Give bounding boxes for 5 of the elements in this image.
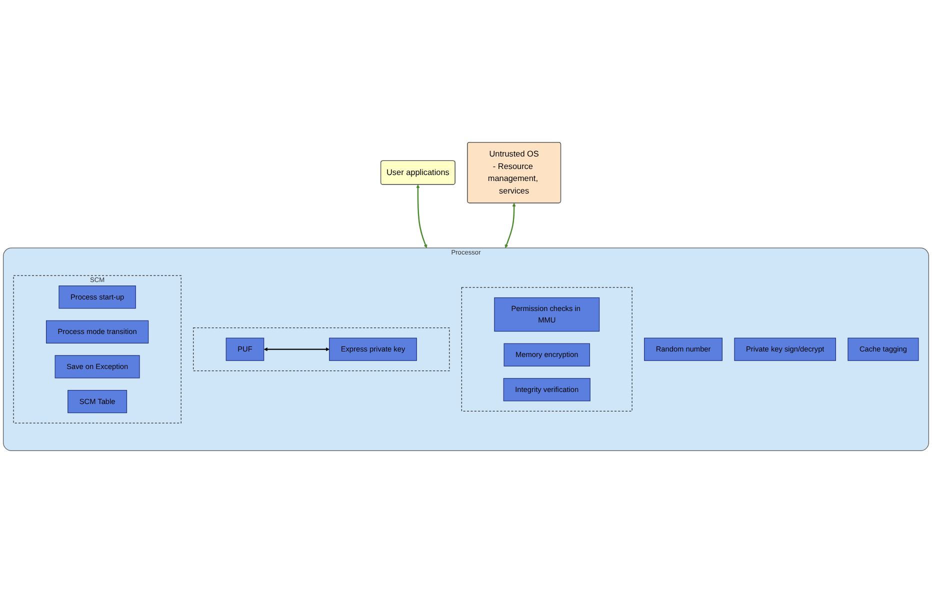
cluster bbox=[193, 327, 450, 371]
arrow bbox=[264, 347, 330, 351]
arrow bbox=[504, 202, 516, 248]
cluster bbox=[461, 286, 632, 411]
arrow bbox=[416, 184, 428, 248]
